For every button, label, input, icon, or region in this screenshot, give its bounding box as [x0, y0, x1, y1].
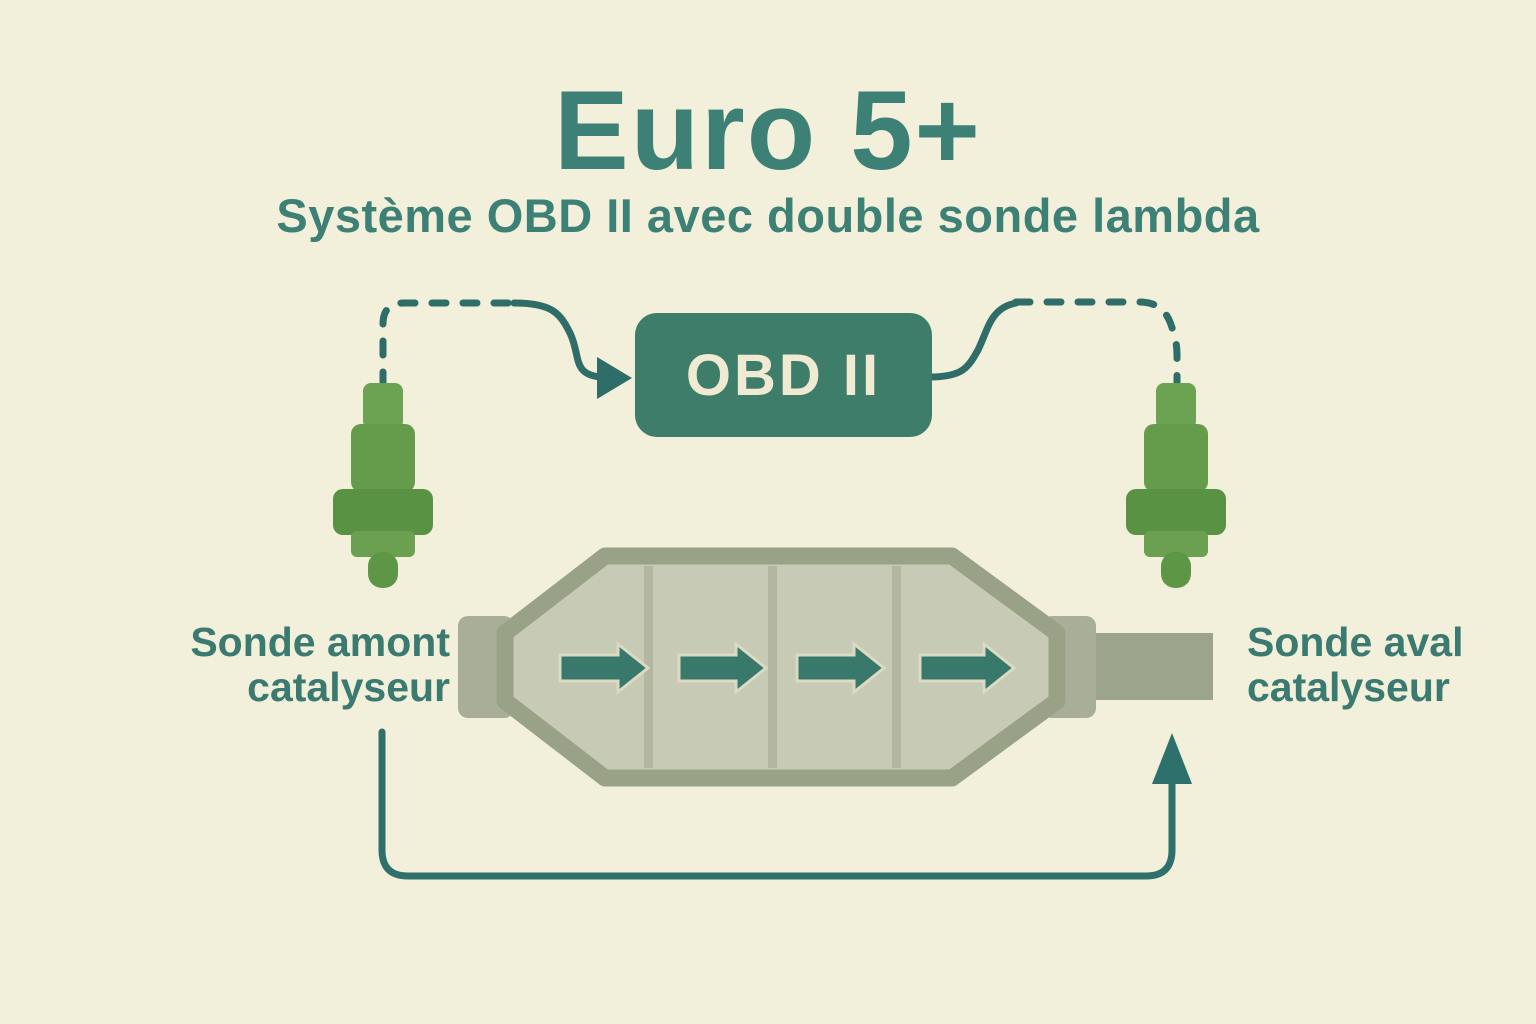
downstream-sensor-label-line1: Sonde aval: [1247, 619, 1464, 665]
downstream-sensor-label-line2: catalyseur: [1247, 664, 1450, 711]
flow-arrow-3-icon: [795, 640, 887, 696]
upstream-lambda-sensor-icon: [333, 383, 433, 588]
downstream-dashed-line: [1012, 298, 1181, 390]
obd-to-downstream-connector: [926, 298, 1181, 390]
downstream-lambda-sensor-icon: [1126, 383, 1226, 588]
downstream-sensor-hex-band: [1126, 489, 1226, 535]
downstream-sensor-label: Sonde aval catalyseur: [1247, 619, 1464, 711]
upstream-sensor-label-line1: Sonde amont: [190, 619, 450, 665]
upstream-sensor-top-segment: [363, 383, 403, 429]
feedback-loop-line: [378, 728, 1176, 880]
converter-divider-2: [768, 566, 777, 768]
upstream-to-obd-connector: [379, 299, 632, 399]
obd2-module-label: OBD II: [685, 342, 882, 408]
catalytic-converter-icon: [458, 547, 1213, 787]
upstream-sensor-hex-band: [333, 489, 433, 535]
page-subtitle: Système OBD II avec double sonde lambda: [276, 189, 1260, 242]
obd2-module-box: OBD II: [635, 313, 932, 437]
flow-arrow-4-icon: [918, 640, 1017, 696]
converter-body: [496, 547, 1066, 787]
downstream-sensor-lower-band: [1144, 531, 1208, 557]
upstream-sensor-label: Sonde amont catalyseur: [190, 619, 450, 711]
downstream-sensor-tip: [1161, 552, 1191, 588]
upstream-dashed-line: [379, 299, 518, 390]
arrow-into-obd-icon: [597, 357, 632, 399]
upstream-sensor-tip: [368, 552, 398, 588]
downstream-sensor-upper-body: [1144, 424, 1208, 492]
page-title: Euro 5+: [554, 68, 982, 193]
upstream-sensor-upper-body: [351, 424, 415, 492]
downstream-sensor-top-segment: [1156, 383, 1196, 429]
feedback-arrowhead-up-icon: [1152, 733, 1192, 784]
downstream-solid-curve: [926, 299, 1020, 381]
upstream-sensor-lower-band: [351, 531, 415, 557]
flow-arrow-2-icon: [677, 640, 769, 696]
flow-arrow-1-icon: [558, 640, 651, 696]
feedback-loop-arrow: [378, 728, 1192, 880]
converter-divider-3: [892, 566, 901, 768]
exhaust-flow-arrows: [558, 640, 1017, 696]
upstream-sensor-label-line2: catalyseur: [247, 664, 450, 711]
upstream-solid-curve: [510, 299, 604, 381]
exhaust-pipe-outlet: [1093, 633, 1213, 700]
